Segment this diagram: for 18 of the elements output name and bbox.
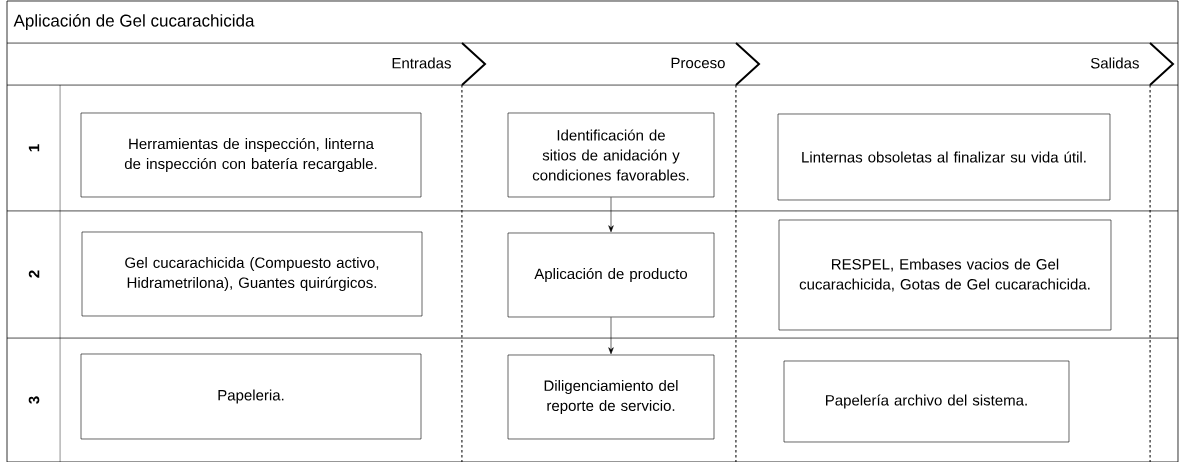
process-box: RESPEL, Embases vacios de Gel cucarachicida, Gotas de Gel cucarachicida. — [778, 219, 1112, 331]
row-number: 3 — [28, 396, 40, 404]
arrow — [608, 317, 614, 355]
column-header: Proceso — [671, 57, 725, 69]
process-box: Papelería archivo del sistema. — [783, 360, 1070, 443]
column-header: Salidas — [1090, 57, 1139, 69]
process-box: Papeleria. — [80, 353, 422, 440]
column-header: Entradas — [392, 57, 451, 69]
process-box: Linternas obsoletas al finalizar su vida útil. — [777, 113, 1111, 201]
process-box: Aplicación de producto — [507, 232, 715, 318]
title: Aplicación de Gel cucarachicida — [13, 14, 255, 30]
process-box: Herramientas de inspección, linterna de inspección con batería recargable. — [80, 112, 422, 198]
process-box: Identificación de sitios de anidación y condiciones favorables. — [507, 112, 715, 198]
process-box: Diligenciamiento del reporte de servicio. — [507, 354, 715, 440]
arrow — [608, 197, 614, 233]
process-box: Gel cucarachicida (Compuesto activo, Hidrametrilona), Guantes quirúrgicos. — [81, 231, 423, 317]
row-number: 2 — [28, 270, 40, 278]
row-number: 1 — [28, 144, 40, 152]
